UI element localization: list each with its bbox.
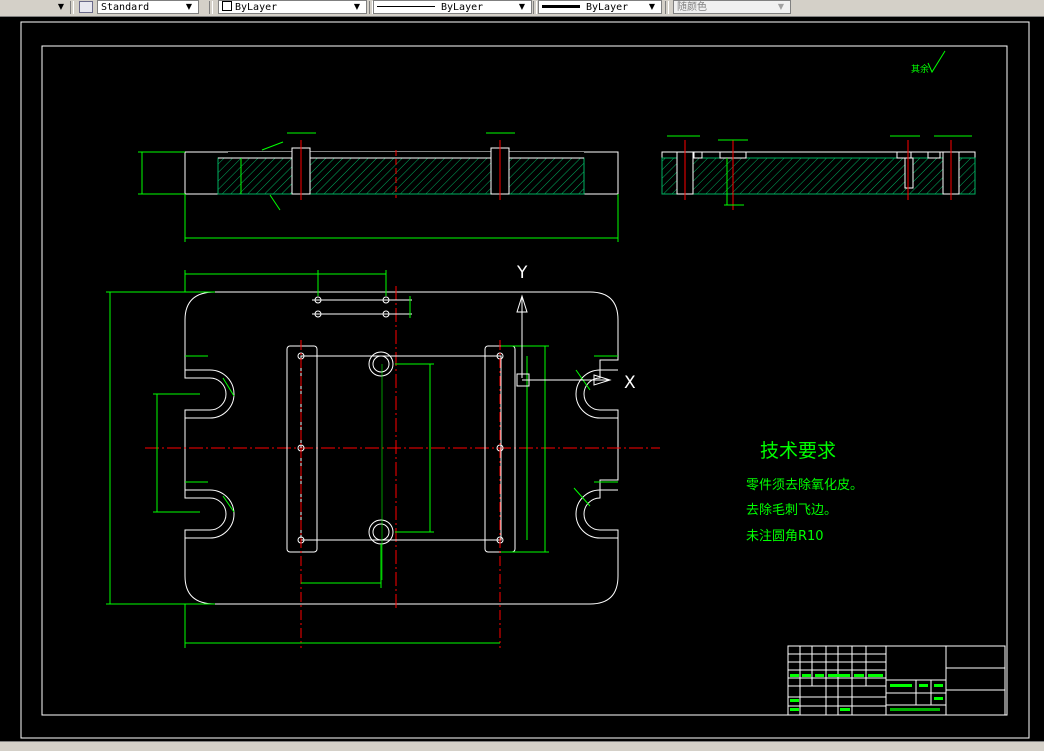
status-bar xyxy=(0,741,1044,751)
front-section-view xyxy=(138,132,619,242)
tech-requirements-title: 技术要求 xyxy=(760,440,836,462)
linetype-value: ByLayer xyxy=(441,2,484,13)
toolbar-separator xyxy=(369,1,373,14)
lineweight-preview-icon xyxy=(542,5,580,8)
lineweight-select[interactable]: ByLayer xyxy=(538,0,662,14)
layer-value: ByLayer xyxy=(235,2,278,13)
tech-requirement-line: 未注圆角R10 xyxy=(746,529,824,544)
plot-style-value: 随颜色 xyxy=(677,2,707,13)
toolbar-separator xyxy=(70,1,74,14)
title-block xyxy=(787,645,1006,716)
toolbar-separator xyxy=(533,1,537,14)
side-section-view xyxy=(661,135,976,210)
ucs-y-label: Y xyxy=(516,263,528,283)
inner-frame xyxy=(41,45,1008,716)
text-style-value: Standard xyxy=(101,2,150,13)
plot-style-select[interactable]: 随颜色 xyxy=(673,0,791,14)
linetype-preview-icon xyxy=(377,6,435,7)
chevron-down-icon: ▼ xyxy=(777,2,785,11)
chevron-down-icon[interactable]: ▼ xyxy=(185,2,193,11)
chevron-down-icon[interactable]: ▼ xyxy=(518,2,526,11)
toolbar-separator xyxy=(665,1,669,14)
outer-frame xyxy=(20,21,1030,739)
lineweight-value: ByLayer xyxy=(586,2,629,13)
text-style-icon[interactable] xyxy=(79,1,93,13)
color-swatch-icon xyxy=(222,1,232,11)
drawing-canvas[interactable]: 其余 xyxy=(0,16,1044,741)
linetype-select[interactable]: ByLayer xyxy=(373,0,532,14)
tech-requirement-line: 零件须去除氧化皮。 xyxy=(746,478,863,493)
dropdown-arrow-icon[interactable]: ▼ xyxy=(57,2,65,11)
ucs-axis-icon xyxy=(516,294,612,387)
chevron-down-icon[interactable]: ▼ xyxy=(648,2,656,11)
plan-view xyxy=(106,270,660,648)
layer-select[interactable]: ByLayer xyxy=(218,0,367,14)
properties-toolbar: ▼ Standard ▼ ByLayer ▼ ByLayer ▼ ByLayer… xyxy=(0,0,1044,17)
roughness-symbol-icon xyxy=(927,50,946,74)
roughness-note: 其余 xyxy=(911,63,929,75)
tech-requirement-line: 去除毛刺飞边。 xyxy=(746,503,837,518)
chevron-down-icon[interactable]: ▼ xyxy=(353,2,361,11)
ucs-x-label: X xyxy=(624,373,636,393)
toolbar-separator xyxy=(209,1,213,14)
text-style-select[interactable]: Standard xyxy=(97,0,199,14)
